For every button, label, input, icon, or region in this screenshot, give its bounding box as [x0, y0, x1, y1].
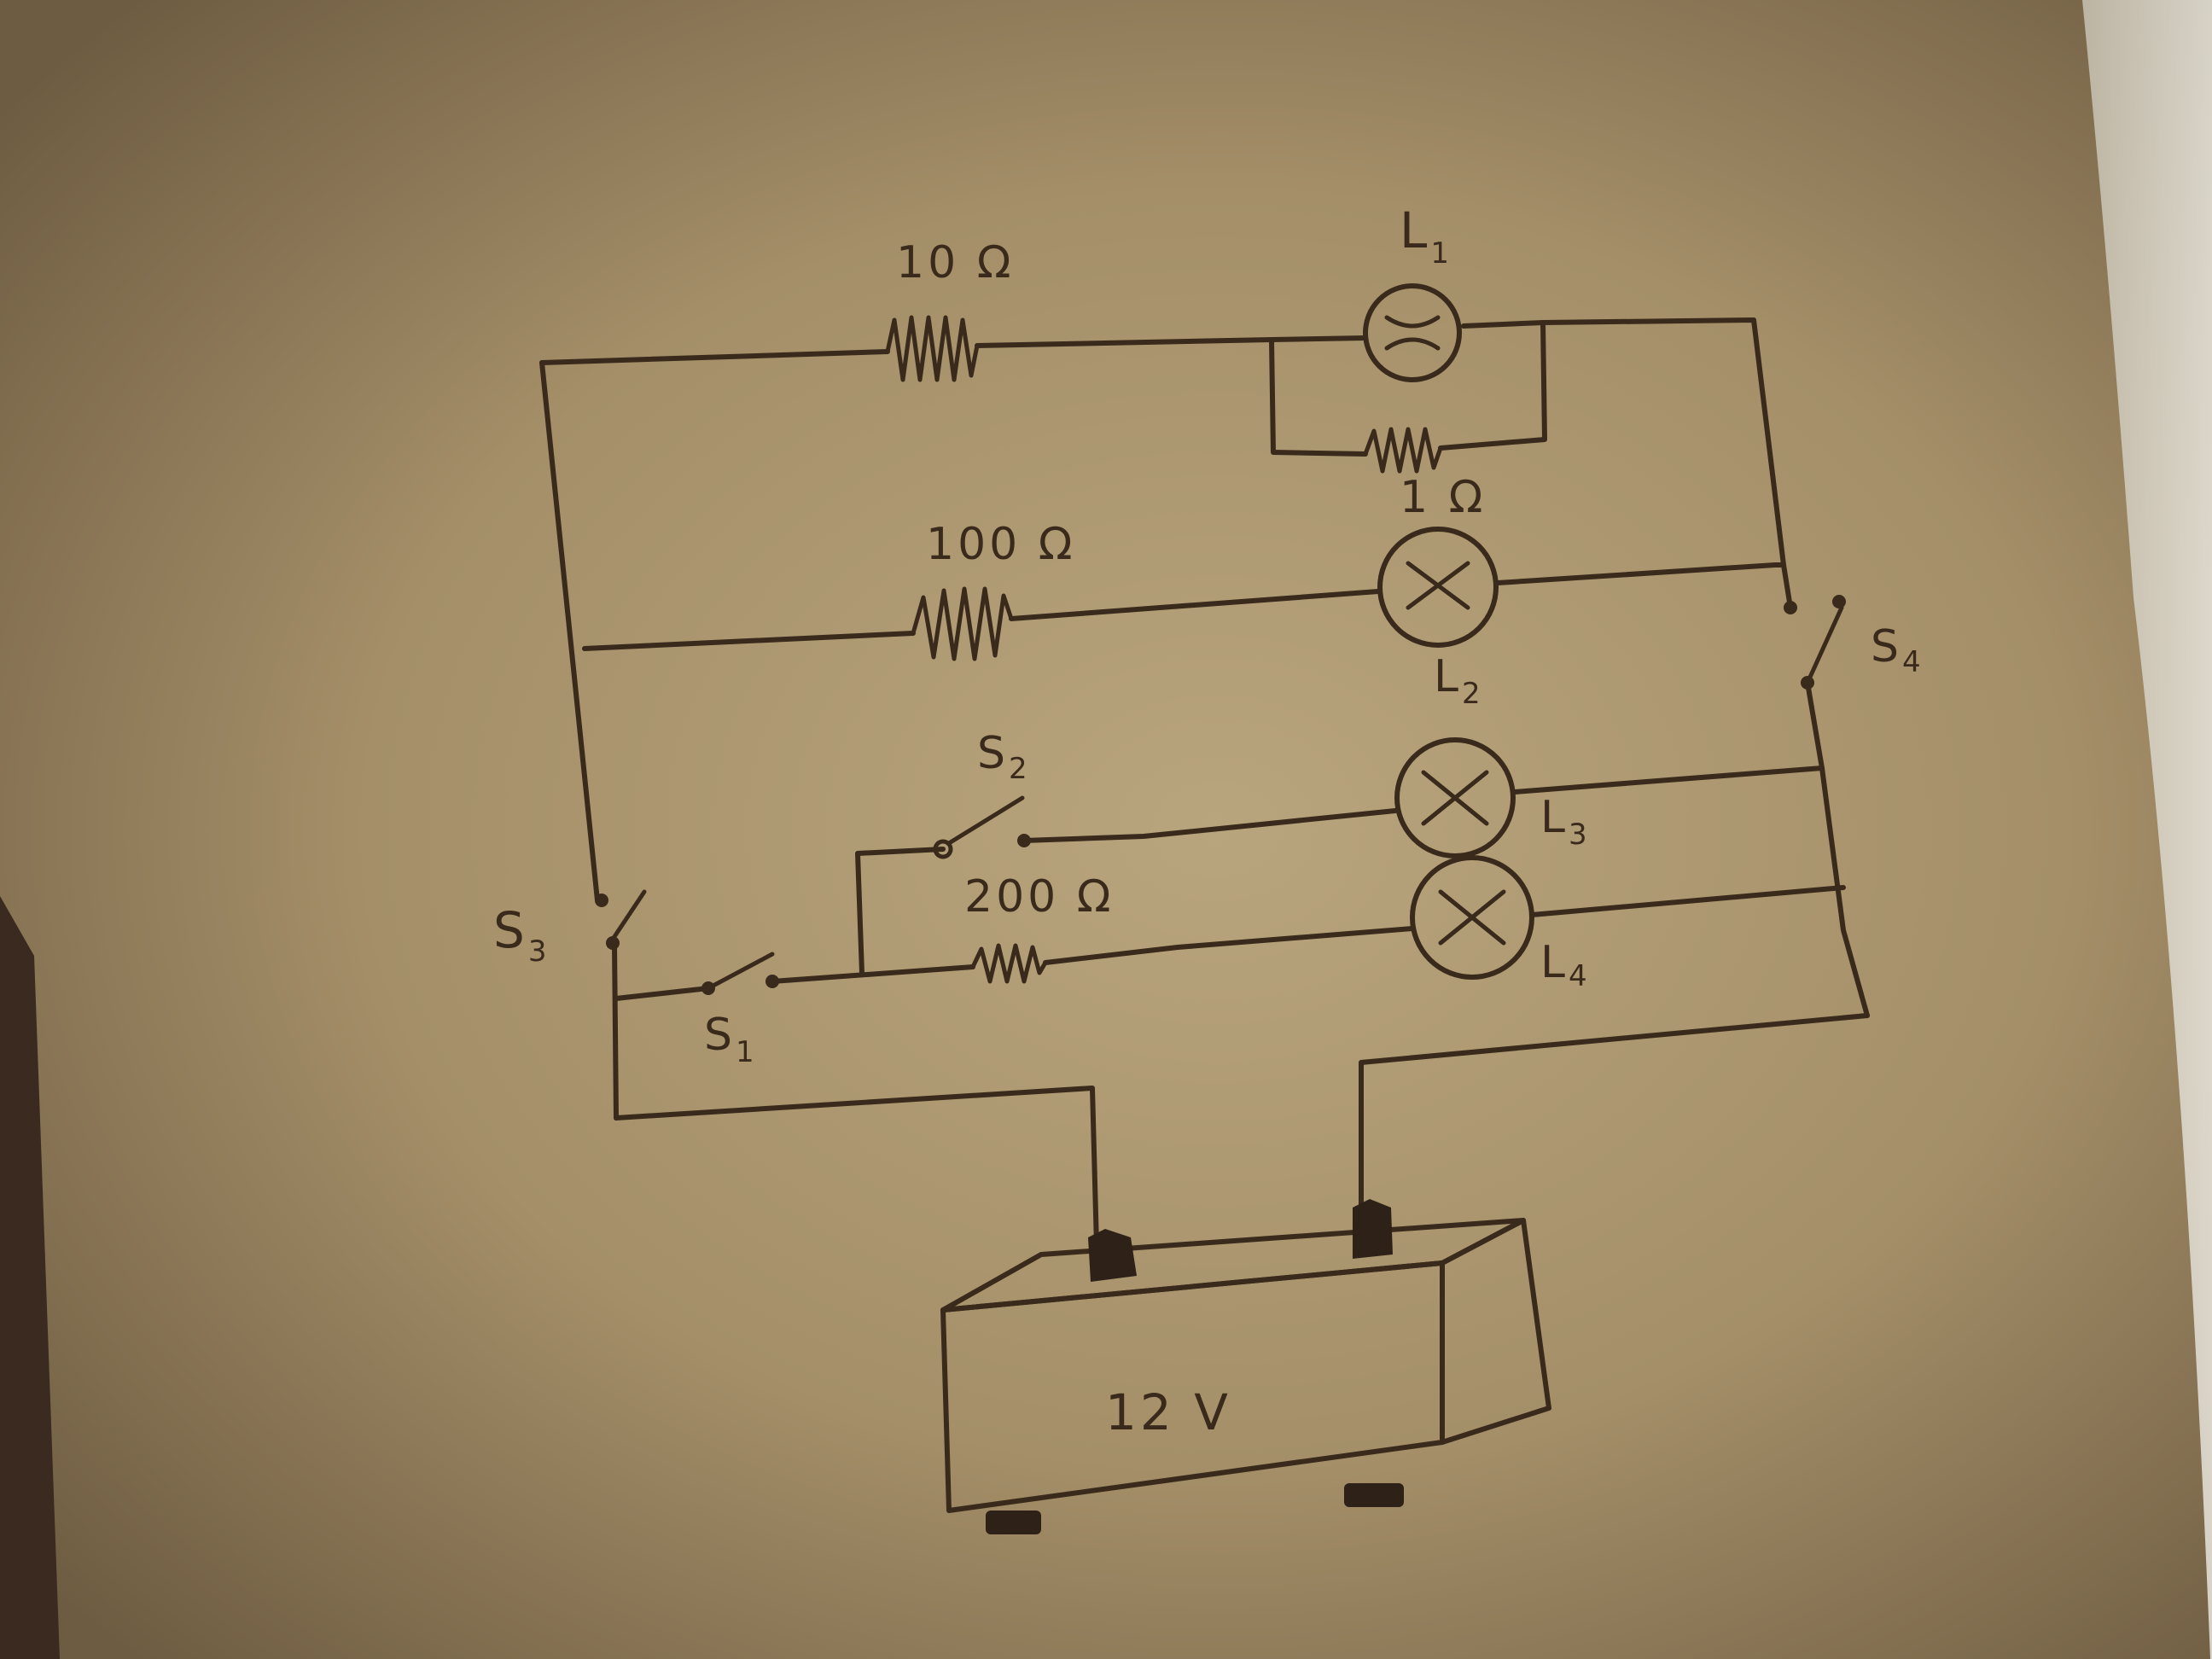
resistor-10-ohm-label: 10 Ω [896, 237, 1014, 288]
resistor-1-ohm-label: 1 Ω [1400, 472, 1486, 523]
switch-s3 [595, 889, 647, 950]
lamp-l1-label: L1 [1400, 201, 1452, 271]
page-edge [2082, 0, 2212, 1659]
lamp-l3 [1394, 737, 1516, 859]
battery-box [940, 1199, 1551, 1534]
resistor-200-ohm-label: 200 Ω [964, 871, 1115, 923]
lamp-l2 [1377, 527, 1499, 648]
switch-s2 [933, 795, 1031, 859]
resistor-10-ohm [885, 315, 980, 382]
switch-s4-label: S4 [1871, 621, 1924, 679]
battery-foot-right [1344, 1483, 1404, 1507]
battery-terminal-negative [1088, 1229, 1137, 1282]
switch-s2-label: S2 [977, 728, 1031, 786]
lamp-l4-label: L4 [1540, 937, 1591, 993]
resistor-1-ohm [1363, 427, 1443, 474]
wires [539, 317, 1870, 1249]
switch-s1-label: S1 [704, 1010, 758, 1069]
battery-terminal-positive [1353, 1199, 1393, 1259]
resistor-100-ohm-label: 100 Ω [926, 519, 1076, 570]
left-shadow [0, 896, 60, 1659]
switch-s3-label: S3 [493, 901, 550, 969]
resistor-100-ohm [911, 586, 1014, 661]
battery-voltage-label: 12 V [1105, 1383, 1231, 1441]
switch-s4 [1784, 595, 1846, 690]
lamp-l1 [1363, 283, 1462, 382]
switch-s1 [701, 952, 779, 995]
lamp-l3-label: L3 [1540, 792, 1591, 852]
battery-foot-left [986, 1511, 1041, 1534]
lamp-l2-label: L2 [1434, 651, 1484, 711]
lamp-l4 [1410, 855, 1534, 980]
resistor-200-ohm [970, 943, 1048, 984]
